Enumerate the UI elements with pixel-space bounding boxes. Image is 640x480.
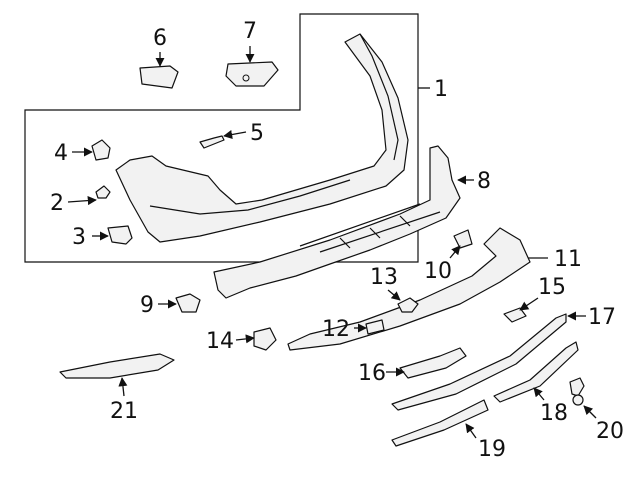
part-1-upper-edge (359, 33, 399, 161)
callout-17: 17 (588, 305, 616, 330)
part-4-clip (91, 139, 111, 161)
callout-20: 20 (596, 419, 624, 444)
leader-14 (235, 334, 255, 344)
callout-2: 2 (50, 191, 64, 216)
callout-14: 14 (206, 329, 234, 354)
leader-10 (449, 245, 461, 259)
part-1-bumper-cover (115, 33, 409, 243)
part-12-bracket (365, 319, 385, 335)
callout-10: 10 (424, 259, 452, 284)
callout-9: 9 (140, 293, 154, 318)
callout-21: 21 (110, 399, 138, 424)
part-15-clip (503, 307, 527, 323)
leader-2 (67, 196, 97, 206)
callout-11: 11 (554, 247, 582, 272)
part-1-lower-edge (149, 179, 351, 215)
callout-12: 12 (322, 317, 350, 342)
part-13-plug (397, 297, 419, 313)
callout-5: 5 (250, 121, 264, 146)
part-21-reflector (59, 353, 175, 379)
assembly-box (24, 13, 419, 263)
leader-20 (583, 405, 597, 419)
leader-15 (519, 297, 539, 311)
callout-16: 16 (358, 361, 386, 386)
part-7-hole (242, 74, 250, 82)
callout-13: 13 (370, 265, 398, 290)
leader-19 (465, 423, 477, 439)
callout-3: 3 (72, 225, 86, 250)
part-11-valance (287, 227, 531, 351)
part-14-bracket (253, 327, 277, 351)
part-5-screw (199, 135, 225, 149)
callout-6: 6 (153, 26, 167, 51)
part-7-plate (225, 61, 279, 87)
part-20-bolt (569, 377, 585, 397)
part-18-molding (493, 341, 579, 403)
part-16-strip (399, 347, 467, 379)
callout-7: 7 (243, 19, 257, 44)
part-3-clip (107, 225, 133, 245)
part-10-block (453, 229, 473, 249)
leader-21 (118, 377, 128, 397)
callout-18: 18 (540, 401, 568, 426)
callout-1: 1 (434, 77, 448, 102)
leader-18 (533, 387, 545, 401)
leader-13 (387, 289, 401, 301)
part-20-head (572, 394, 584, 406)
callout-4: 4 (54, 141, 68, 166)
part-17-molding (391, 313, 567, 411)
part-8-ribs (299, 203, 441, 253)
part-6-pad (139, 65, 179, 89)
part-9-bracket (175, 293, 201, 313)
part-19-strip (391, 399, 489, 447)
part-8-absorber (213, 145, 461, 299)
part-2-fastener (95, 185, 111, 199)
leader-5 (223, 130, 247, 140)
callout-8: 8 (477, 169, 491, 194)
callout-15: 15 (538, 275, 566, 300)
callout-19: 19 (478, 437, 506, 462)
